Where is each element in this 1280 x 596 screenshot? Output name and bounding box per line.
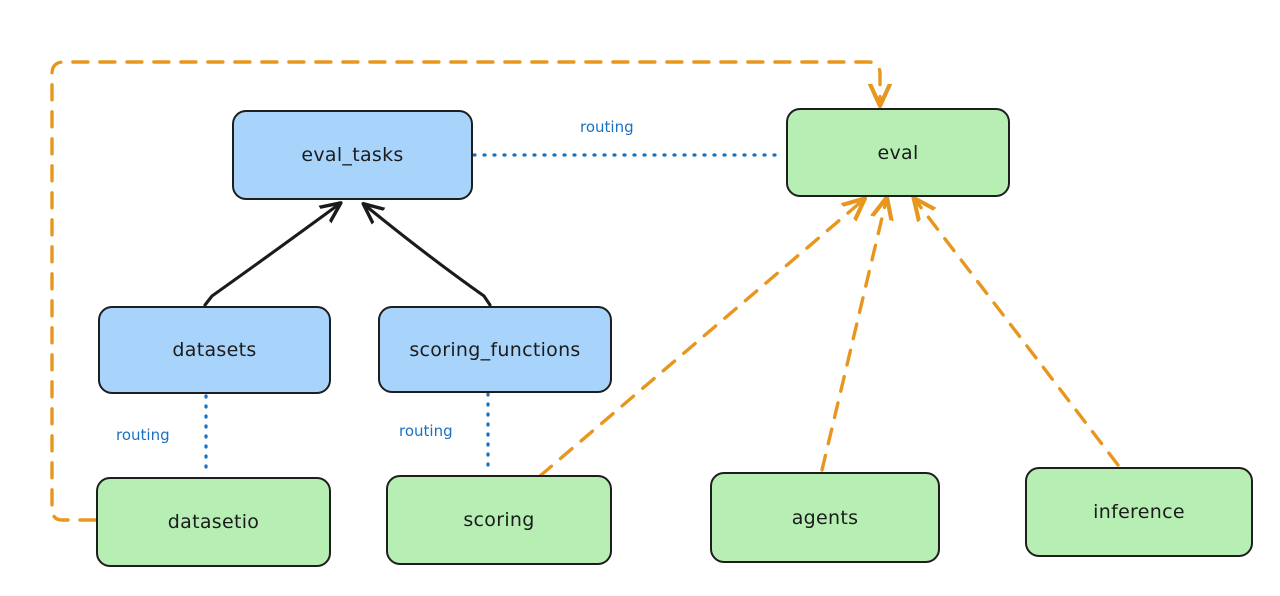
node-label-eval-tasks: eval_tasks: [301, 144, 404, 166]
edge-label-routing-scoring-functions-scoring: routing: [399, 422, 453, 440]
node-agents[interactable]: agents: [710, 472, 940, 563]
node-eval[interactable]: eval: [786, 108, 1010, 197]
node-scoring-functions[interactable]: scoring_functions: [378, 306, 612, 393]
node-label-scoring: scoring: [463, 509, 535, 531]
edge-scoring-to-eval: [538, 201, 862, 478]
node-scoring[interactable]: scoring: [386, 475, 612, 565]
node-label-inference: inference: [1093, 501, 1185, 523]
edge-label-routing-datasets-datasetio: routing: [116, 426, 170, 444]
edge-agents-to-eval: [820, 201, 886, 472]
node-datasetio[interactable]: datasetio: [96, 477, 331, 567]
edge-inference-to-eval: [916, 201, 1120, 467]
node-label-eval: eval: [877, 141, 919, 164]
node-label-datasetio: datasetio: [167, 511, 260, 533]
node-label-scoring-functions: scoring_functions: [409, 338, 581, 361]
edge-datasets-to-eval-tasks: [203, 205, 338, 307]
node-label-datasets: datasets: [172, 339, 257, 361]
node-inference[interactable]: inference: [1025, 467, 1253, 557]
edge-scoring-functions-to-eval-tasks: [366, 206, 492, 307]
node-eval-tasks[interactable]: eval_tasks: [232, 110, 473, 200]
node-datasets[interactable]: datasets: [98, 306, 331, 394]
edge-label-routing-eval-tasks-eval: routing: [580, 118, 634, 136]
node-label-agents: agents: [791, 506, 859, 529]
edge-datasetio-to-eval: [50, 60, 880, 522]
